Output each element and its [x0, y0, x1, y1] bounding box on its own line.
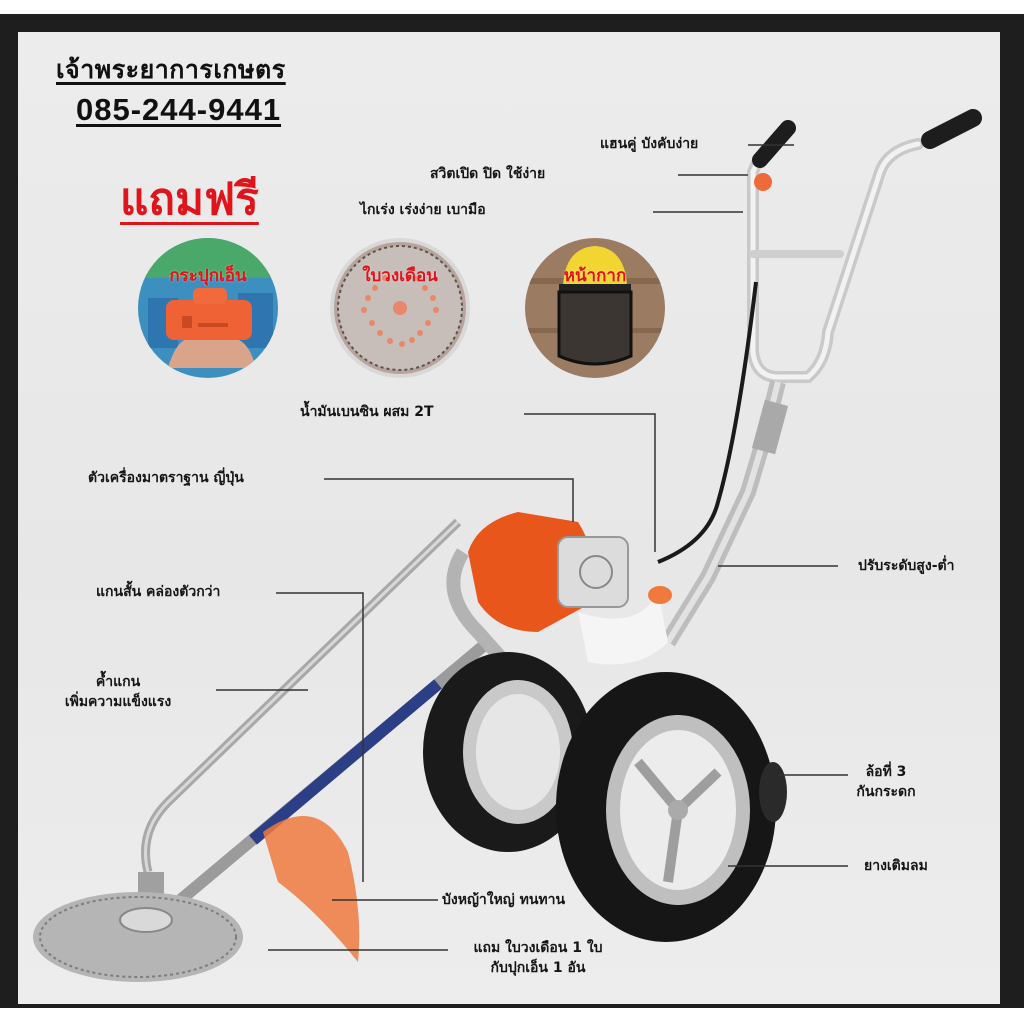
gift-saw-blade: ใบวงเดือน	[330, 238, 470, 378]
callout-brace-line1: ค้ำแกน	[95, 674, 141, 690]
callout-height-adjust: ปรับระดับสูง-ต่ำ	[858, 558, 955, 574]
callout-handle: แฮนคู่ บังคับง่าย	[600, 136, 699, 152]
callout-third-wheel-line1: ล้อที่ 3	[865, 764, 907, 780]
free-gift-title: แถมฟรี	[120, 174, 259, 225]
callout-third-wheel: ล้อที่ 3 กันกระดก	[836, 762, 936, 802]
callout-third-wheel-line2: กันกระดก	[856, 784, 916, 800]
gift-face-mask: หน้ากาก	[525, 238, 665, 378]
callout-throttle: ไกเร่ง เร่งง่าย เบามือ	[360, 202, 486, 218]
ad-panel: เจ้าพระยาการเกษตร 085-244-9441 แถมฟรี กร…	[18, 32, 1000, 1004]
callout-brace-line2: เพิ่มความแข็งแรง	[64, 694, 172, 710]
callout-guard: บังหญ้าใหญ่ ทนทาน	[442, 892, 566, 908]
third-wheel-icon	[759, 762, 787, 822]
engine-icon	[468, 512, 672, 665]
shop-name: เจ้าพระยาการเกษตร	[56, 55, 286, 84]
lawn-mower-illustration	[33, 109, 982, 982]
throttle-icon	[754, 173, 772, 191]
wheel-left-icon	[423, 652, 593, 852]
trimmer-head-spool-icon	[138, 238, 278, 378]
gift-label-face-mask: หน้ากาก	[563, 266, 627, 286]
callout-bonus-line2: กับปุกเอ็น 1 อัน	[490, 960, 586, 976]
gift-trimmer-head: กระปุกเอ็น	[138, 238, 278, 378]
saw-blade-icon	[33, 892, 243, 982]
phone-number: 085-244-9441	[76, 92, 282, 127]
circular-saw-blade-icon	[330, 238, 470, 378]
wheel-right-icon	[556, 672, 776, 942]
callout-tire: ยางเติมลม	[864, 858, 928, 874]
callout-fuel: น้ำมันเบนซิน ผสม 2T	[300, 404, 434, 420]
callout-engine: ตัวเครื่องมาตราฐาน ญี่ปุ่น	[88, 470, 244, 486]
gift-label-saw-blade: ใบวงเดือน	[362, 266, 438, 286]
callout-short-shaft: แกนสั้น คล่องตัวกว่า	[96, 584, 221, 600]
callout-brace: ค้ำแกน เพิ่มความแข็งแรง	[48, 672, 188, 712]
callout-bonus: แถม ใบวงเดือน 1 ใบ กับปุกเอ็น 1 อัน	[438, 938, 638, 978]
gift-label-trimmer-head: กระปุกเอ็น	[169, 266, 247, 286]
grass-guard-icon	[263, 816, 360, 962]
mesh-face-shield-icon	[525, 238, 665, 378]
callout-switch: สวิตเปิด ปิด ใช้ง่าย	[430, 166, 546, 182]
handlebar-icon	[747, 109, 982, 383]
image-frame: เจ้าพระยาการเกษตร 085-244-9441 แถมฟรี กร…	[0, 14, 1024, 1008]
callout-bonus-line1: แถม ใบวงเดือน 1 ใบ	[473, 940, 603, 956]
